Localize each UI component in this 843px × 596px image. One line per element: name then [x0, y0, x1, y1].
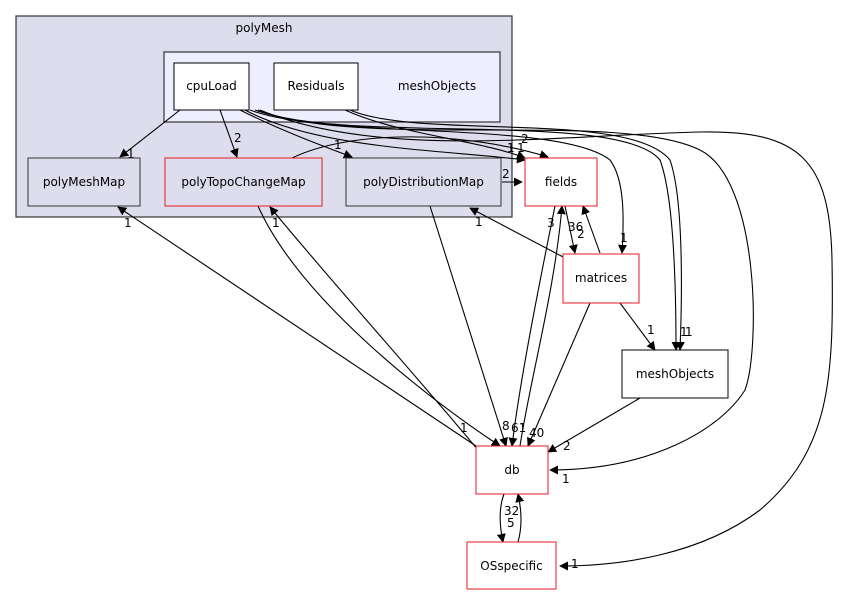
- edge-polydistributionmap-db: [519, 205, 566, 447]
- label-matrices-fields: 36: [568, 220, 583, 234]
- label-fields-matrices: 2: [577, 227, 585, 241]
- node-matrices-label: matrices: [575, 271, 627, 285]
- edge-matrices-polydistributionmap: [469, 207, 566, 259]
- cluster-polymesh-label: polyMesh: [236, 21, 293, 35]
- label-polytopochangemap-fields: 1: [517, 141, 525, 155]
- label-cpuload-osspecific: 1: [571, 557, 579, 571]
- label-polytopochangemap-db: 8: [502, 419, 510, 433]
- label-matrices-meshobjects: 1: [647, 323, 655, 337]
- label-fields-db: 3: [547, 216, 555, 230]
- label-cpuload-polytopochangemap: 2: [234, 131, 242, 145]
- edge-polytopochangemap-db: [257, 205, 501, 447]
- label-residuals-meshobjects: 1: [685, 325, 693, 339]
- edge-db-polytopochangemap: [269, 206, 479, 451]
- edge-cpuload-fields: [244, 109, 526, 164]
- label-db-polymeshmap: 1: [124, 216, 132, 230]
- edge-residuals-fields: [344, 109, 526, 160]
- label-cpuload-db: 1: [562, 472, 570, 486]
- node-polytopochangemap-label: polyTopoChangeMap: [181, 175, 305, 189]
- node-polymeshmap[interactable]: polyMeshMap: [27, 157, 141, 207]
- edge-cpuload-osspecific: [259, 109, 833, 571]
- edge-matrices-fields: [581, 205, 601, 254]
- edge-matrices-meshobjects: [619, 302, 656, 351]
- label-meshobjects-db: 2: [563, 439, 571, 453]
- edge-cpuload-polydistributionmap: [239, 109, 353, 159]
- node-meshobjects-label: meshObjects: [636, 367, 714, 381]
- label-cpuload-fields: 1: [507, 141, 515, 155]
- edge-db-polymeshmap: [117, 206, 477, 447]
- node-cpuload-label: cpuLoad: [186, 79, 237, 93]
- node-fields-label: fields: [545, 175, 577, 189]
- node-matrices[interactable]: matrices: [562, 253, 640, 304]
- label-db-osspecific: 5: [507, 516, 515, 530]
- edge-matrices-db: [527, 302, 591, 447]
- label-matrices-polydistributionmap: 1: [475, 215, 483, 229]
- node-db-label: db: [504, 463, 519, 477]
- edge-meshobjects-db: [547, 397, 641, 453]
- edge-cpuload-polymeshmap: [119, 109, 181, 158]
- label-cpuload-polydistributionmap: 1: [334, 138, 342, 152]
- node-polydistributionmap[interactable]: polyDistributionMap: [345, 157, 502, 207]
- node-polymeshmap-label: polyMeshMap: [43, 175, 125, 189]
- label-matrices-db: 40: [529, 426, 544, 440]
- node-polydistributionmap-label: polyDistributionMap: [363, 175, 484, 189]
- edge-cpuload-meshobjects: [254, 109, 681, 351]
- label-cpuload-matrices: 1: [620, 231, 628, 245]
- label-residuals-fields: 2: [521, 132, 529, 146]
- node-residuals-label: Residuals: [288, 79, 345, 93]
- edge-cpuload-polytopochangemap: [219, 109, 239, 158]
- edges: [117, 109, 833, 571]
- edge-polydistributionmap-db-2: [429, 205, 508, 447]
- edge-labels: 1 2 1 1 2 1 2 3 2 36 1 1 1 1 1 40 2 1 1 …: [124, 131, 693, 571]
- label-cpuload-polymeshmap: 1: [127, 147, 135, 161]
- node-osspecific[interactable]: OSspecific: [466, 541, 557, 590]
- label-polydistributionmap-db: 61: [511, 421, 526, 435]
- edge-osspecific-db: [515, 493, 525, 543]
- label-polydistributionmap-fields: 2: [502, 167, 510, 181]
- node-cpuload[interactable]: cpuLoad: [173, 62, 250, 111]
- edge-fields-matrices: [564, 205, 578, 254]
- node-polytopochangemap[interactable]: polyTopoChangeMap: [164, 157, 323, 207]
- edge-cpuload-db: [257, 109, 754, 475]
- node-meshobjects[interactable]: meshObjects: [621, 349, 729, 399]
- cluster-meshobjects-label: meshObjects: [398, 79, 476, 93]
- edge-polytopochangemap-fields: [291, 136, 549, 159]
- label-cpuload-meshobjects: 1: [680, 325, 688, 339]
- node-fields[interactable]: fields: [524, 157, 598, 207]
- node-osspecific-label: OSspecific: [480, 559, 542, 573]
- node-db[interactable]: db: [475, 445, 549, 495]
- edge-db-osspecific: [496, 493, 506, 543]
- edge-residuals-meshobjects: [349, 109, 685, 351]
- label-osspecific-db: 32: [504, 504, 519, 518]
- label-db-polymeshmap-head: 1: [460, 421, 468, 435]
- edge-fields-db: [508, 205, 556, 447]
- node-residuals[interactable]: Residuals: [273, 62, 359, 111]
- label-db-polytopochangemap: 1: [272, 216, 280, 230]
